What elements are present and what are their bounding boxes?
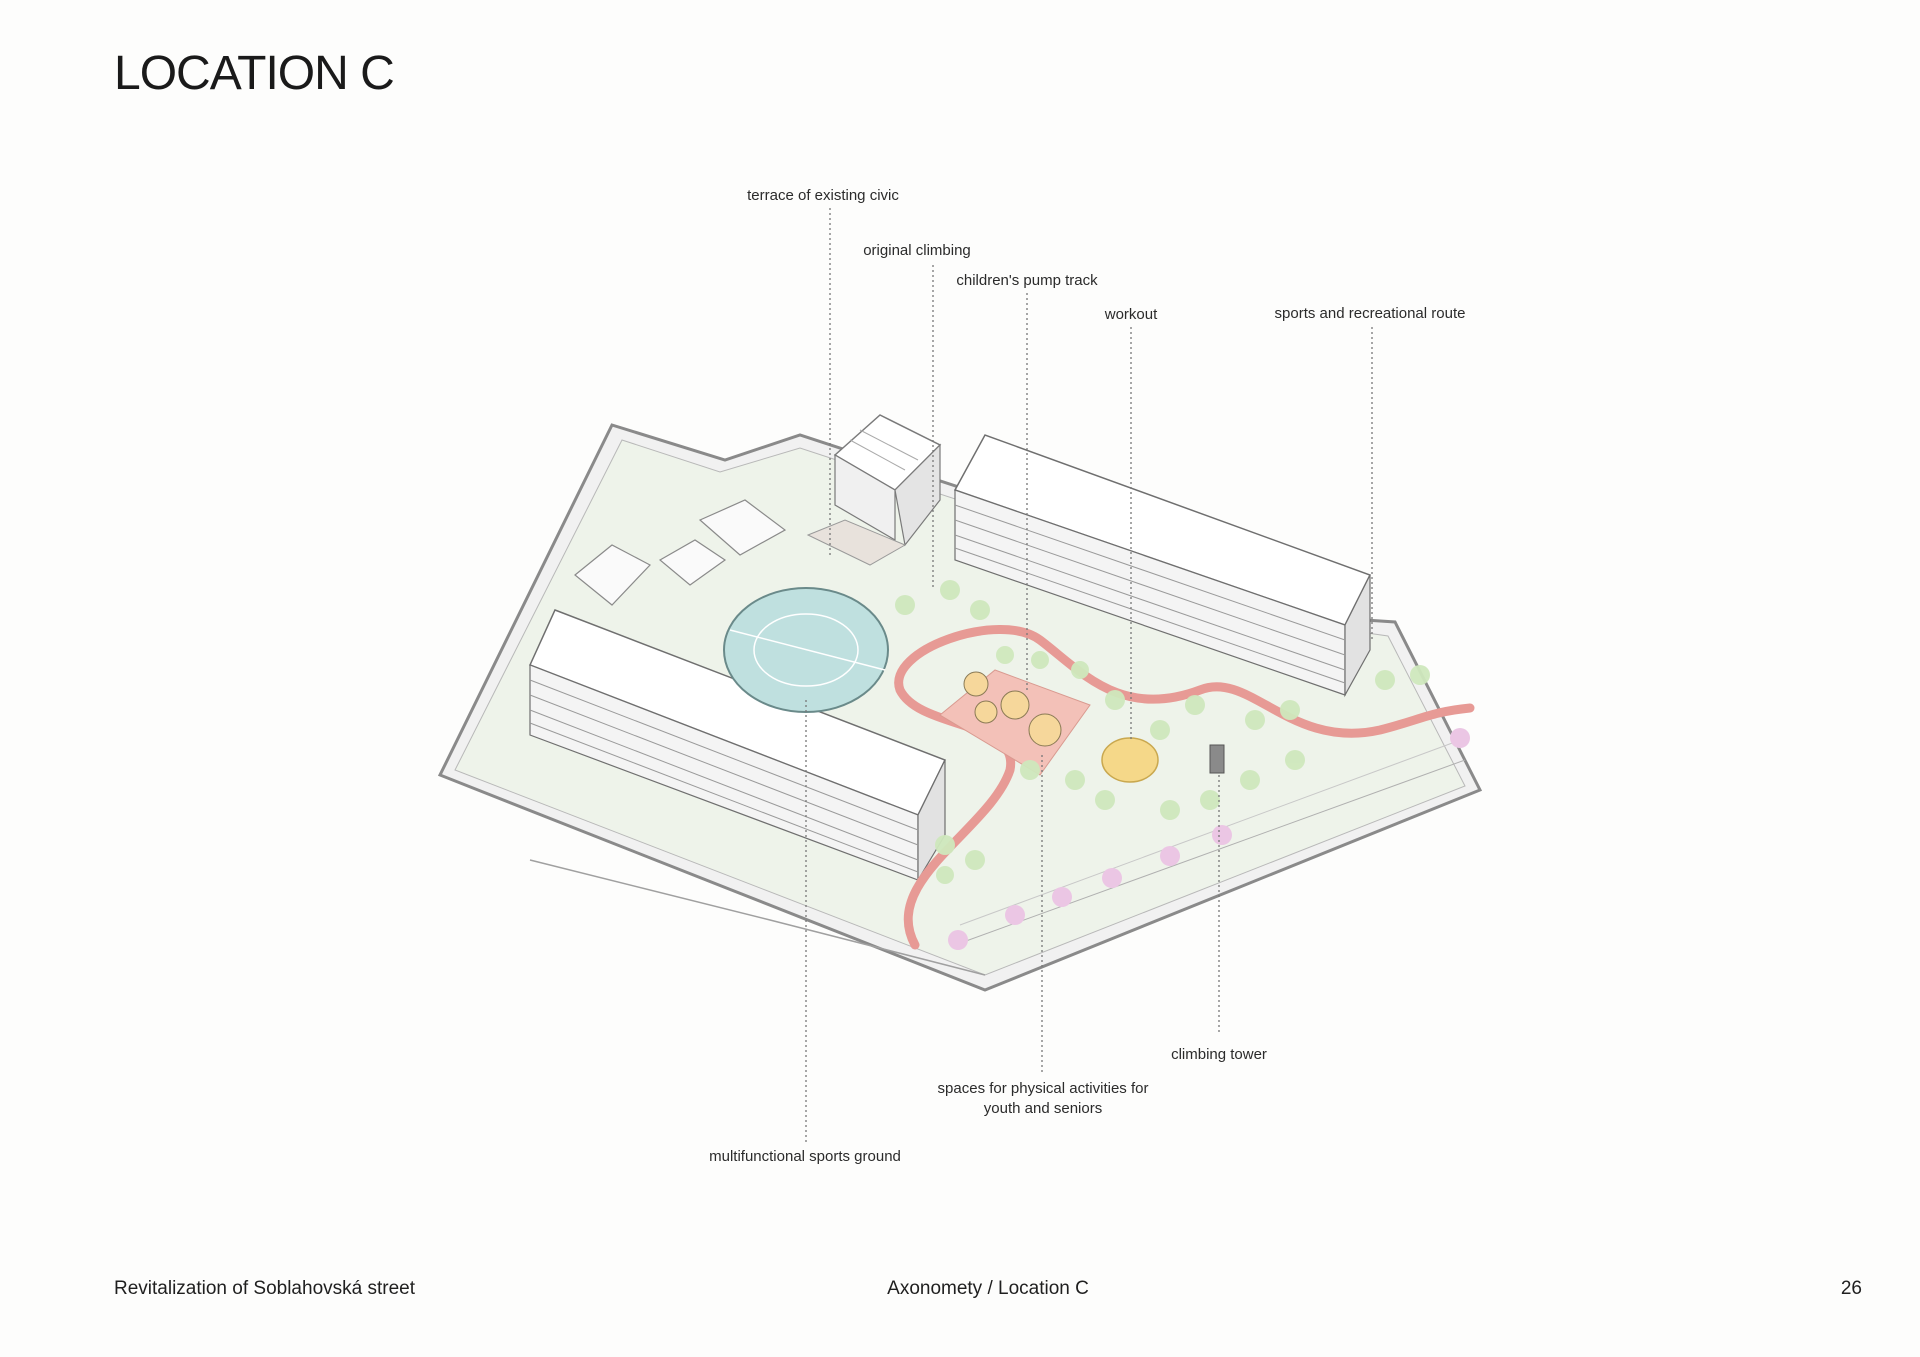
recreational-route (894, 625, 1475, 950)
sports-ground (723, 587, 889, 713)
callout-sports-ground: multifunctional sports ground (709, 1148, 901, 1165)
trees (895, 580, 1430, 884)
pump-track (939, 669, 1091, 776)
footer-section-title: Axonomety / Location C (887, 1278, 1089, 1299)
callout-activity-spaces: spaces for physical activities for youth… (938, 1079, 1149, 1119)
callout-route: sports and recreational route (1274, 305, 1466, 322)
climbing-tower (1209, 744, 1225, 774)
callout-workout: workout (1104, 306, 1158, 323)
callout-activity-spaces-line1: spaces for physical activities for (937, 1080, 1149, 1097)
callout-pump-track: children's pump track (956, 272, 1098, 289)
page-title: LOCATION C (114, 47, 395, 100)
workout-area (1101, 737, 1159, 783)
pink-trees (948, 728, 1470, 950)
footer-project-title: Revitalization of Soblahovská street (114, 1278, 415, 1299)
callout-climbing-tower: climbing tower (1171, 1046, 1267, 1063)
callout-original-climbing: original climbing (863, 242, 971, 259)
callout-leaders (805, 208, 1373, 1145)
background-buildings (574, 499, 787, 606)
callout-terrace: terrace of existing civic (747, 187, 899, 204)
page-number: 26 (1840, 1278, 1862, 1299)
civic-building (806, 414, 942, 566)
residential-block-upper (953, 434, 1372, 698)
callout-activity-spaces-line2: youth and seniors (983, 1100, 1103, 1117)
